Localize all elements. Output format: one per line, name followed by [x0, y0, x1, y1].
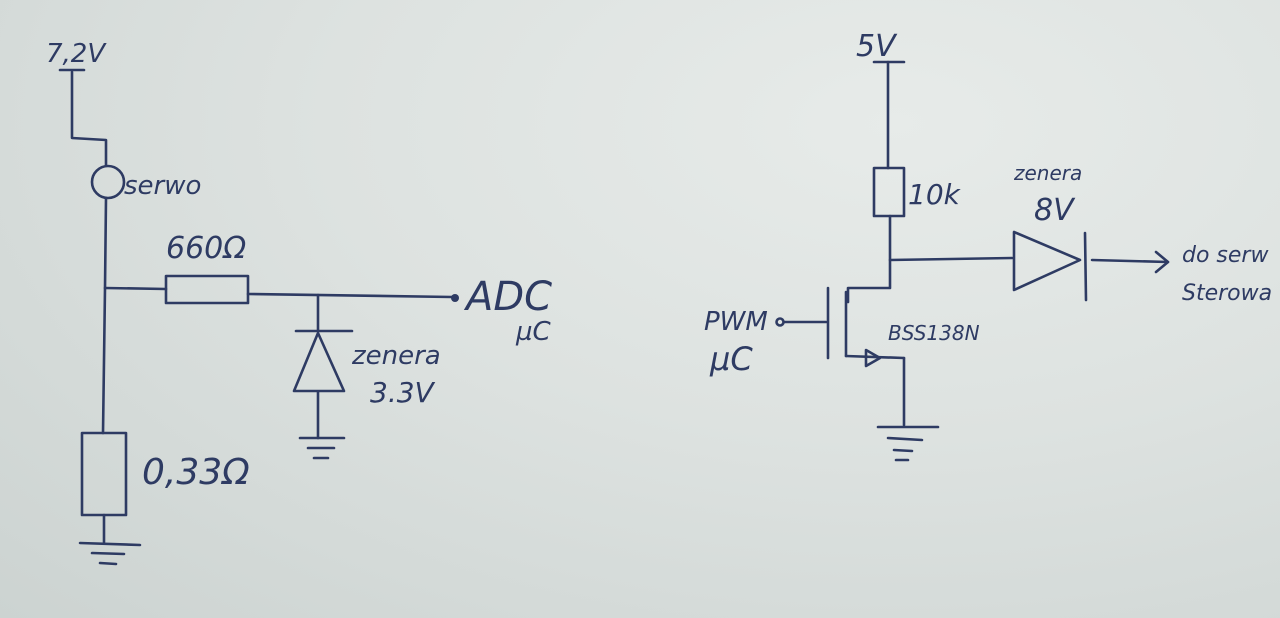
- resistor-660-label: 660Ω: [166, 231, 246, 266]
- pwm-uc-label: µC: [709, 340, 753, 378]
- resistor-10k-symbol: [872, 166, 906, 218]
- zener-3v3-label: zenera: [351, 341, 441, 371]
- supply-wire: [70, 70, 108, 167]
- servo-symbol: [90, 164, 126, 200]
- output-label-line2: Sterowa: [1182, 281, 1272, 306]
- zener-8v-voltage: 8V: [1034, 193, 1076, 228]
- resistor-033-symbol: [80, 431, 128, 517]
- pwm-label: PWM: [704, 307, 768, 337]
- zener-3v3-triangle: [292, 331, 346, 393]
- shunt-ground-symbol: [78, 541, 142, 566]
- output-arrowhead: [1154, 250, 1170, 274]
- output-label-line1: do serw: [1182, 243, 1269, 268]
- zener-3v3-voltage: 3.3V: [370, 376, 436, 409]
- zener-8v-triangle: [1012, 230, 1082, 292]
- adc-label: ADC: [463, 274, 552, 320]
- main-vertical-wire: [101, 196, 108, 435]
- zener-8v-label: zenera: [1013, 161, 1082, 185]
- mosfet-label: BSS138N: [888, 321, 980, 345]
- resistor-660-symbol: [164, 274, 250, 305]
- junction-to-resistor-wire: [103, 286, 168, 291]
- resistor-10k-label: 10k: [908, 178, 962, 211]
- pullup-to-drain-wire: [846, 214, 892, 304]
- resistor-to-adc-wire: [246, 292, 454, 299]
- right-circuit: [775, 60, 1170, 462]
- supply-5v-label: 5V: [856, 29, 898, 64]
- drain-to-zener-wire: [888, 256, 1014, 262]
- adc-uc-label: µC: [515, 317, 552, 347]
- labels: 7,2V serwo 660Ω ADC µC zenera 3.3V 0,33Ω…: [46, 29, 1272, 493]
- servo-label: serwo: [124, 171, 201, 201]
- zener-ground-symbol: [298, 436, 346, 460]
- supply-7v2-label: 7,2V: [46, 39, 107, 69]
- zener-8v-bar: [1083, 231, 1088, 302]
- output-arrow-wire: [1090, 258, 1170, 264]
- adc-node-dot: [451, 294, 459, 302]
- mosfet-ground-symbol: [876, 425, 940, 462]
- pwm-node-dot: [775, 317, 785, 327]
- mosfet-bss138n-symbol: [826, 286, 906, 427]
- left-circuit: [58, 68, 459, 566]
- resistor-033-label: 0,33Ω: [142, 452, 250, 493]
